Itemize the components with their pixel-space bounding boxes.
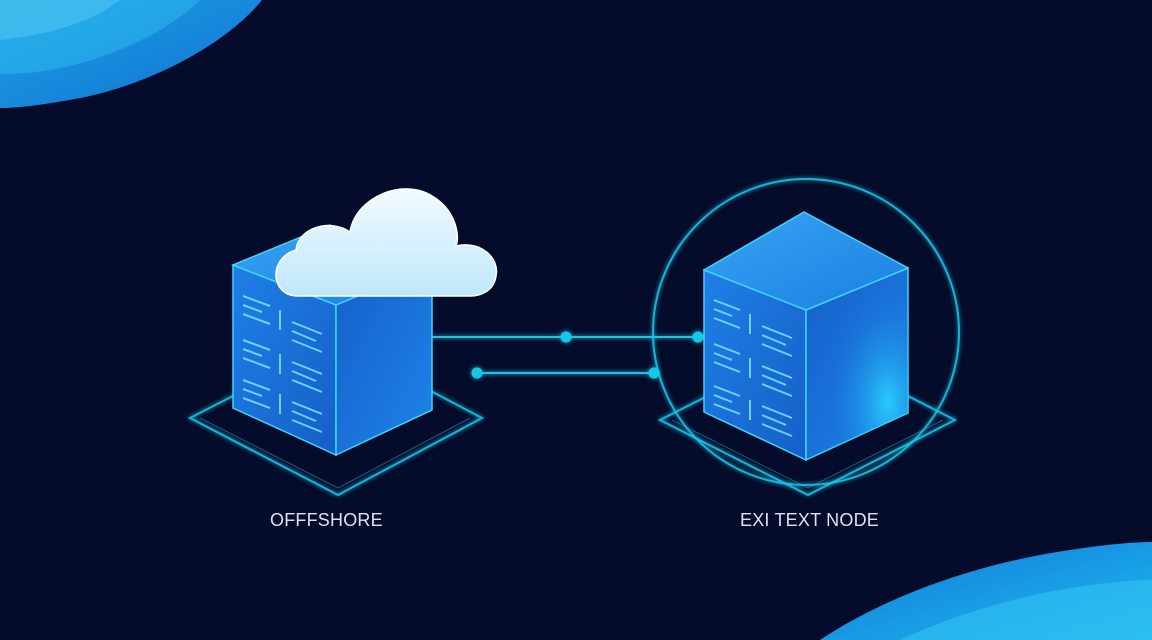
top-left-wave <box>0 0 262 108</box>
connector-dot <box>471 367 483 379</box>
right-node[interactable] <box>652 178 960 497</box>
connector-dot <box>692 331 704 343</box>
right-node-label: EXI TEXT NODE <box>740 510 879 530</box>
connector-dot <box>648 367 660 379</box>
cloud-icon <box>275 188 498 297</box>
server-cube-icon <box>702 211 910 462</box>
ring-orbit-icon <box>652 178 960 486</box>
left-node[interactable] <box>187 188 498 497</box>
bottom-right-wave <box>820 542 1152 640</box>
connection-lines <box>432 331 704 379</box>
connector-dot <box>560 331 572 343</box>
left-node-label: OFFFSHORE <box>270 510 383 530</box>
